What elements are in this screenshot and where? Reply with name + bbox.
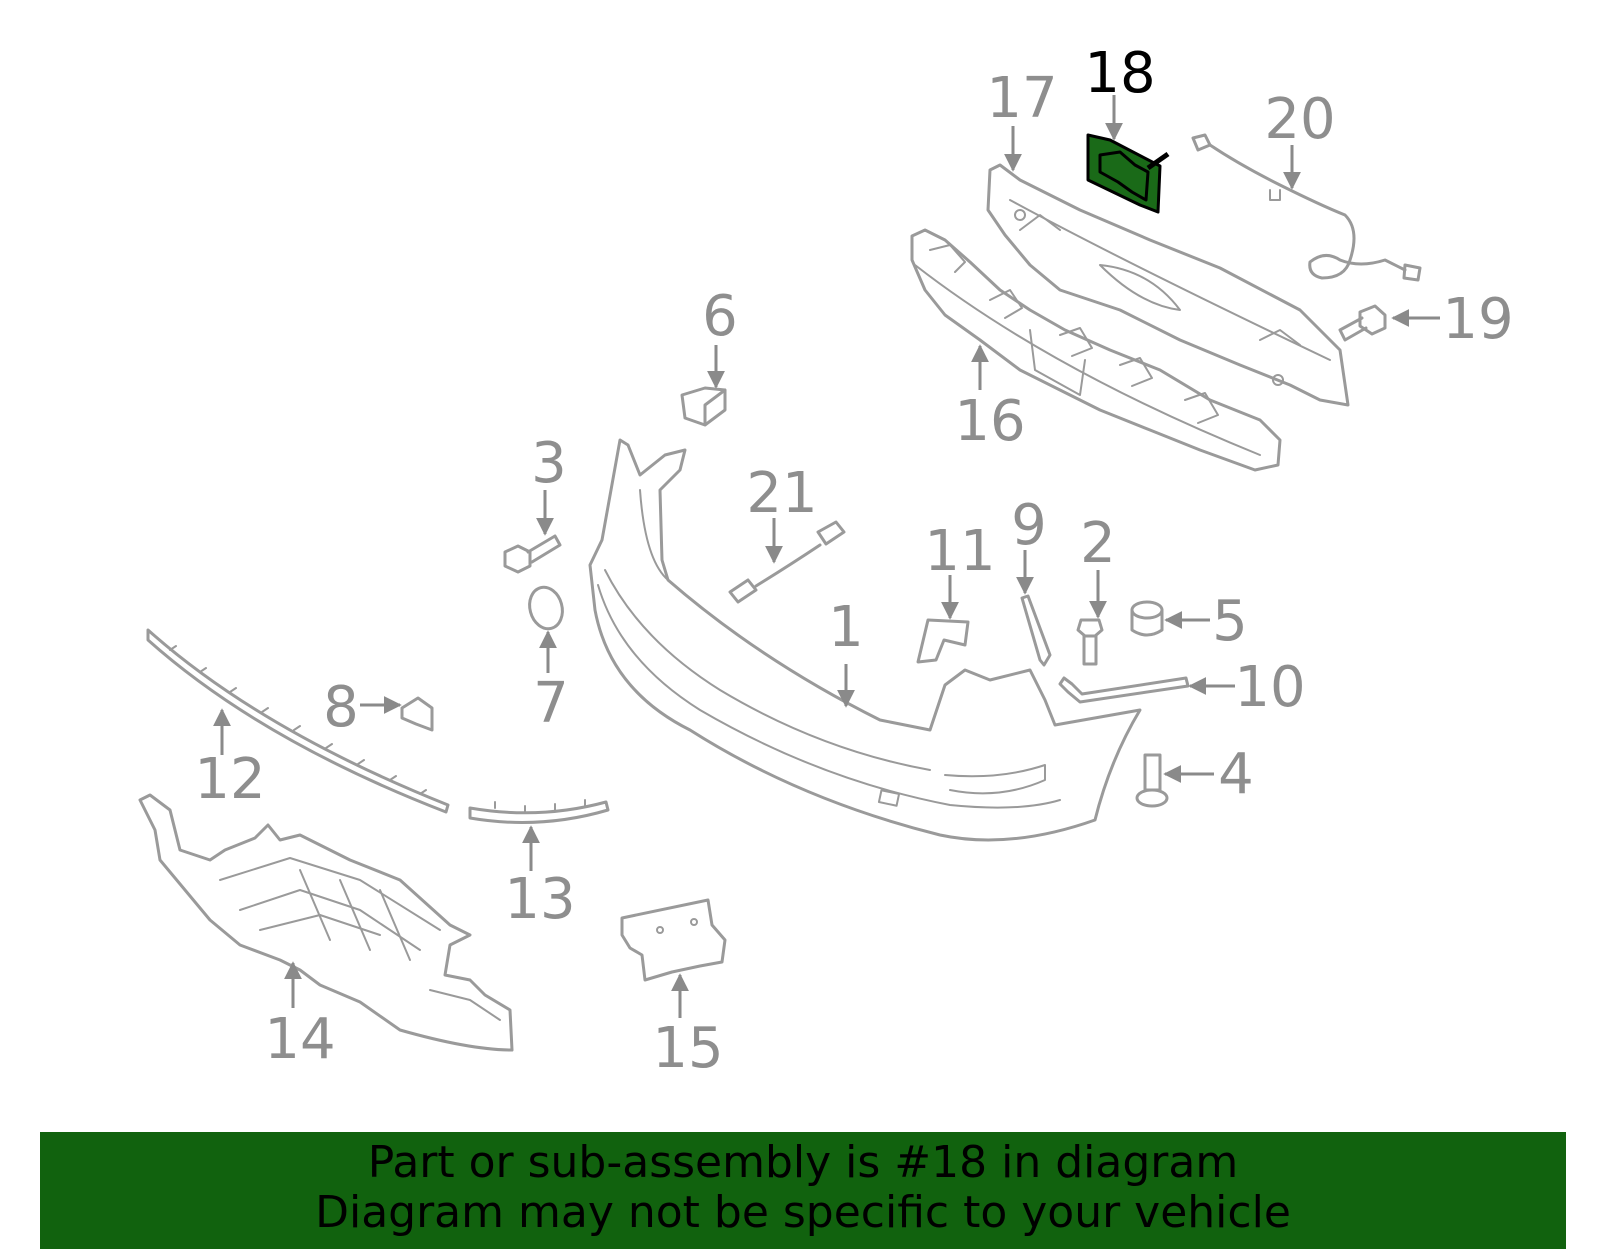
info-banner: Part or sub-assembly is #18 in diagram D…: [40, 1132, 1566, 1249]
part-2-bolt[interactable]: [1076, 618, 1104, 666]
callout-8[interactable]: 8: [323, 675, 359, 740]
part-5-cap[interactable]: [1130, 600, 1164, 637]
banner-line-2: Diagram may not be specific to your vehi…: [315, 1187, 1291, 1238]
callout-19[interactable]: 19: [1442, 287, 1513, 352]
callout-labels: 1 2 3 4 5 6 7 8 9 10 11 12 13 14 15 16 1…: [194, 41, 1513, 1081]
callout-13[interactable]: 13: [504, 867, 575, 932]
part-20-wire-harness[interactable]: [1191, 133, 1422, 282]
callout-3[interactable]: 3: [531, 431, 567, 496]
callout-4[interactable]: 4: [1218, 742, 1254, 807]
callout-7[interactable]: 7: [533, 671, 569, 736]
callout-18[interactable]: 18: [1084, 41, 1155, 106]
callout-10[interactable]: 10: [1234, 655, 1305, 720]
part-17-reinforcement[interactable]: [986, 163, 1350, 407]
part-1-bumper-cover[interactable]: [588, 438, 1142, 842]
part-10-molding[interactable]: [1058, 676, 1190, 704]
part-19-bolt[interactable]: [1338, 304, 1387, 342]
part-11-bracket[interactable]: [916, 618, 970, 664]
part-7-ring[interactable]: [525, 584, 567, 633]
callout-11[interactable]: 11: [924, 519, 995, 584]
callout-1[interactable]: 1: [828, 595, 864, 660]
part-12-trim-strip[interactable]: [146, 628, 450, 814]
callout-12[interactable]: 12: [194, 747, 265, 812]
callout-6[interactable]: 6: [702, 284, 738, 349]
callout-14[interactable]: 14: [264, 1007, 335, 1072]
callout-21[interactable]: 21: [746, 461, 817, 526]
callout-5[interactable]: 5: [1212, 589, 1248, 654]
part-14-under-shield[interactable]: [138, 793, 514, 1052]
part-8-clip[interactable]: [400, 696, 434, 732]
part-21-sensor-wire[interactable]: [728, 520, 846, 604]
part-4-push-pin[interactable]: [1135, 753, 1169, 808]
part-15-bracket[interactable]: [620, 898, 727, 982]
callout-2[interactable]: 2: [1080, 511, 1116, 576]
banner-line-1: Part or sub-assembly is #18 in diagram: [367, 1137, 1239, 1188]
part-9-strip[interactable]: [1020, 594, 1052, 667]
part-3-bolt[interactable]: [503, 534, 562, 574]
part-6-bracket[interactable]: [680, 386, 727, 427]
callout-9[interactable]: 9: [1011, 493, 1047, 558]
callout-16[interactable]: 16: [954, 389, 1025, 454]
callout-20[interactable]: 20: [1264, 87, 1335, 152]
callout-17[interactable]: 17: [986, 66, 1057, 131]
part-13-trim-strip[interactable]: [468, 799, 610, 824]
callout-15[interactable]: 15: [652, 1016, 723, 1081]
part-18-highlighted-bracket[interactable]: [1086, 133, 1170, 214]
leader-lines: [213, 95, 1440, 1018]
part-16-energy-absorber[interactable]: [910, 228, 1282, 472]
